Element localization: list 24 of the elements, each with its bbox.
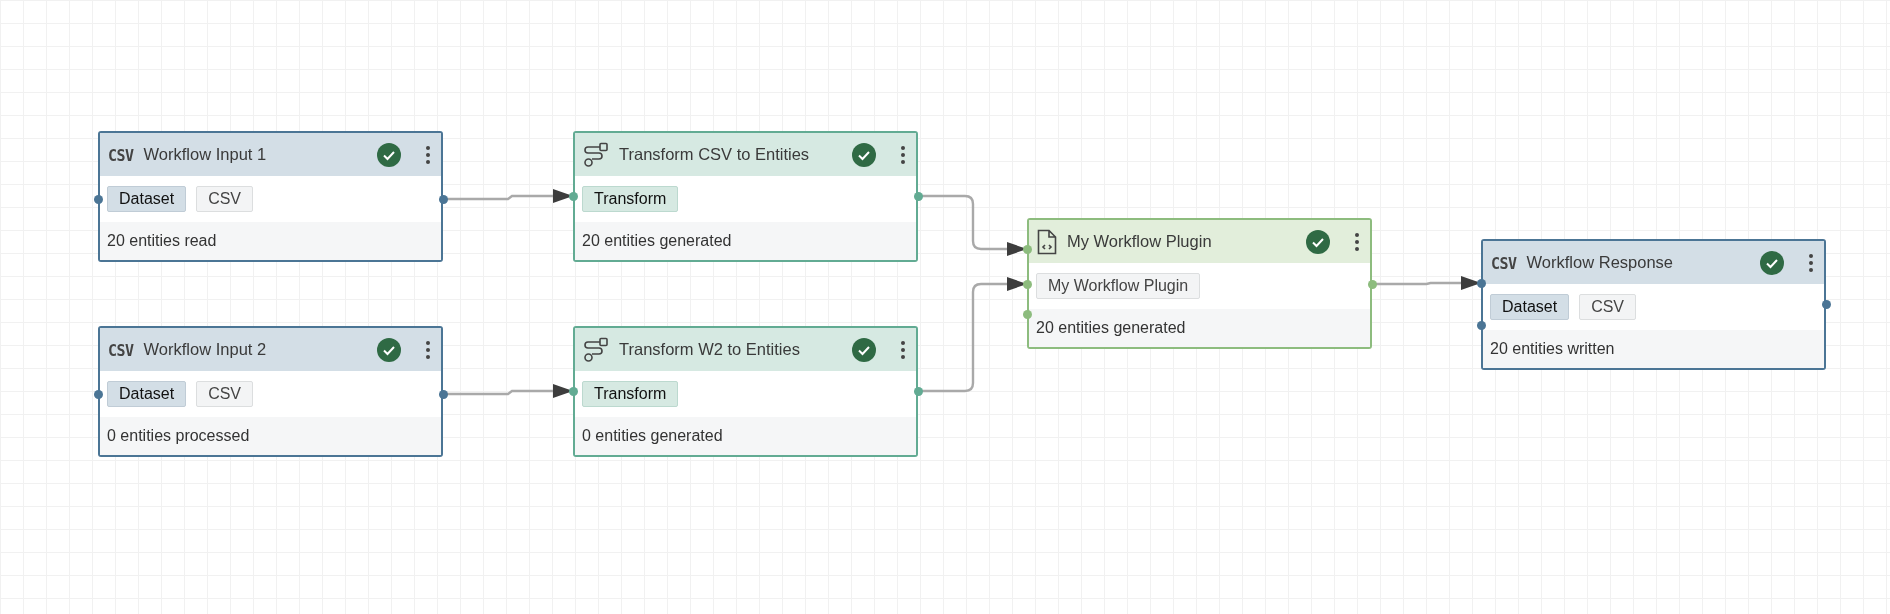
status-text: 20 entities read [100,222,441,260]
file-type-label: CSV [108,144,134,165]
node-title: My Workflow Plugin [1067,232,1213,251]
type-tag: Dataset [107,381,187,407]
status-text: 20 entities written [1483,330,1824,368]
type-tag: Dataset [107,186,187,212]
status-text: 20 entities generated [575,222,916,260]
node-title: Workflow Input 2 [143,340,268,359]
node-title: Workflow Response [1526,253,1674,272]
node-title: Workflow Input 1 [143,145,268,164]
node-title: Transform CSV to Entities [619,145,811,164]
type-tag: Dataset [1490,294,1570,320]
file-type-label: CSV [108,339,134,360]
status-text: 0 entities generated [575,417,916,455]
file-type-label: CSV [1491,252,1517,273]
type-tag: CSV [196,186,254,212]
type-tag: Transform [582,186,679,212]
node-title: Transform W2 to Entities [619,340,801,359]
type-tag: Transform [582,381,679,407]
type-tag: CSV [196,381,254,407]
status-text: 20 entities generated [1029,309,1370,347]
type-tag: CSV [1579,294,1637,320]
status-text: 0 entities processed [100,417,441,455]
type-tag: My Workflow Plugin [1036,273,1201,299]
